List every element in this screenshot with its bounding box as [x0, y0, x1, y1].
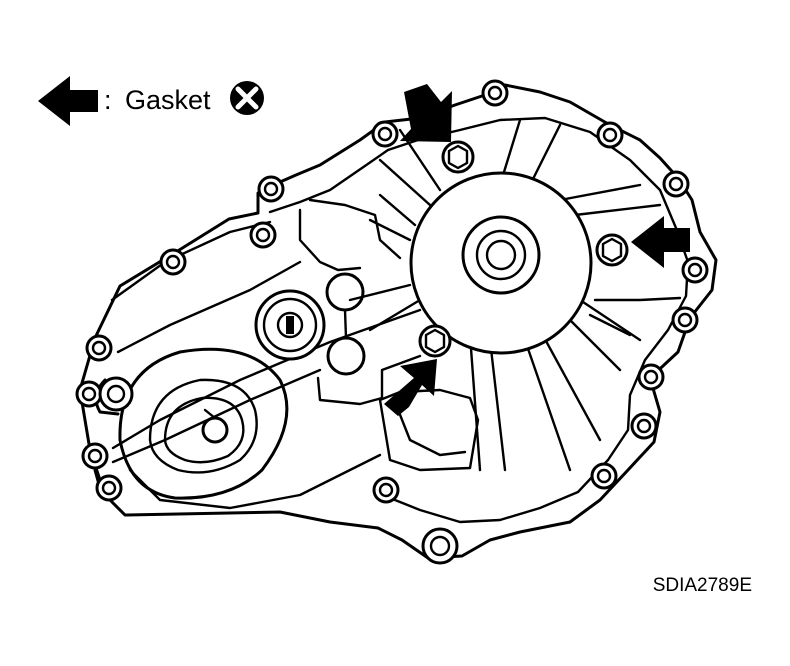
pump-spokes [348, 118, 662, 472]
legend: : Gasket [38, 76, 264, 126]
bolt-hole [481, 79, 509, 107]
arrow-bolt-bottom [384, 359, 437, 416]
bolt-right [595, 233, 629, 267]
tensioner-pivot [201, 416, 229, 444]
tensioner-arm [203, 408, 217, 420]
perimeter-bolt-holes [75, 79, 709, 565]
housing-lower-rim [128, 453, 382, 510]
center-bosses [325, 272, 366, 376]
bolt-hole [98, 376, 134, 412]
bolt-hole [81, 442, 109, 470]
housing-mid-web [298, 198, 402, 272]
housing-center-block [316, 354, 422, 406]
left-pulley-bore [118, 347, 289, 500]
housing-right-web [588, 296, 682, 337]
housing-left-web [110, 220, 302, 354]
arrow-bolt-right [631, 216, 690, 268]
bolt-hole [372, 476, 400, 504]
bolt-hole [681, 256, 709, 284]
idler-stud [254, 289, 326, 361]
bolt-hole [249, 221, 277, 249]
water-pump [348, 118, 662, 472]
bolt-hole [371, 120, 399, 148]
bolt-hole [662, 170, 690, 198]
bolt-hole [75, 380, 103, 408]
bolt-hole [95, 474, 123, 502]
pointer-arrows [384, 84, 690, 416]
bolt-top [441, 140, 475, 174]
bolt-hole [596, 121, 624, 149]
bolt-hole [671, 306, 699, 334]
bolt-hole [257, 175, 285, 203]
housing-outline [78, 83, 718, 560]
pump-hub-bore [485, 239, 517, 271]
bolt-hole [637, 363, 665, 391]
legend-label: Gasket [125, 85, 211, 115]
bolt-bottom [418, 324, 452, 358]
bolt-hole [85, 334, 113, 362]
left-pulley-ring [163, 396, 245, 464]
circled-x-replace-icon [230, 81, 264, 115]
black-left-arrow-icon [38, 76, 98, 126]
bolt-hole [159, 248, 187, 276]
legend-separator: : [104, 85, 112, 115]
arrow-bolt-top [400, 84, 452, 142]
left-pulley-inner [148, 378, 258, 474]
figure-code: SDIA2789E [653, 575, 752, 596]
bolt-hole [590, 462, 618, 490]
bolt-hole [421, 527, 459, 565]
pump-bolts [418, 140, 629, 358]
bolt-hole [630, 412, 658, 440]
